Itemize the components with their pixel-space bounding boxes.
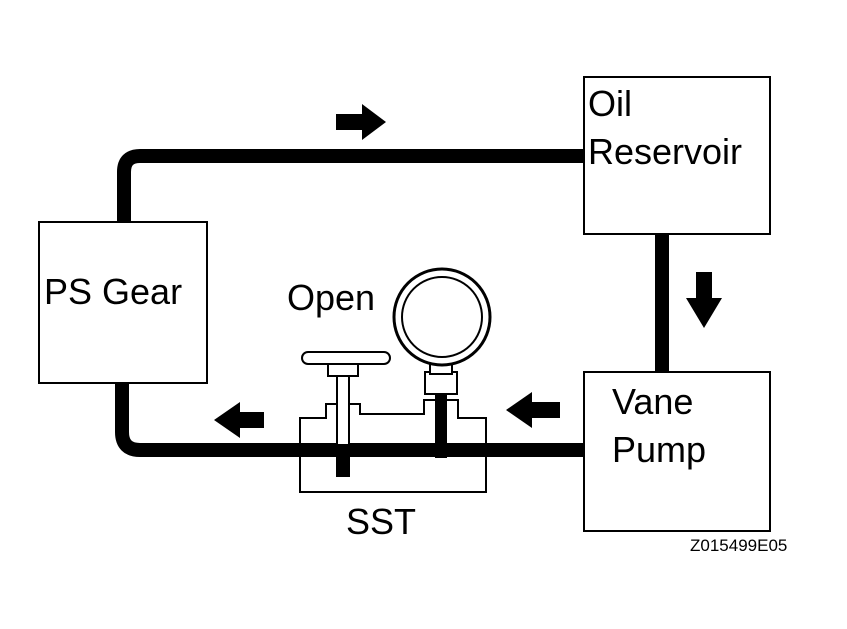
reservoir-label-line1: Oil bbox=[588, 83, 632, 124]
vane-pump-box: Vane Pump bbox=[583, 371, 771, 532]
valve-handle[interactable] bbox=[301, 351, 391, 365]
oil-reservoir-box: Oil Reservoir bbox=[583, 76, 771, 235]
reservoir-label-line2: Reservoir bbox=[588, 131, 742, 172]
figure-code: Z015499E05 bbox=[690, 536, 787, 555]
pressure-gauge-inner bbox=[401, 276, 483, 358]
gauge-stem bbox=[435, 388, 447, 458]
sst-tool bbox=[299, 267, 492, 493]
flow-arrow-right-icon bbox=[336, 104, 386, 140]
ps-gear-label: PS Gear bbox=[44, 271, 182, 312]
ps-gear-box: PS Gear bbox=[38, 221, 208, 384]
valve-collar bbox=[327, 363, 359, 377]
valve-stem-bottom bbox=[337, 444, 349, 476]
return-hose bbox=[117, 149, 584, 222]
sst-label: SST bbox=[346, 501, 416, 542]
pressure-line bbox=[115, 384, 584, 457]
flow-arrow-left-pump-icon bbox=[506, 392, 560, 428]
pump-label-line1: Vane bbox=[612, 381, 693, 422]
valve-open-label: Open bbox=[287, 277, 375, 318]
flow-arrow-left-gear-icon bbox=[214, 402, 264, 438]
pressure-gauge-icon bbox=[392, 267, 492, 367]
pump-label-line2: Pump bbox=[612, 429, 706, 470]
gauge-fitting bbox=[424, 371, 458, 395]
flow-arrow-down-icon bbox=[686, 272, 722, 328]
